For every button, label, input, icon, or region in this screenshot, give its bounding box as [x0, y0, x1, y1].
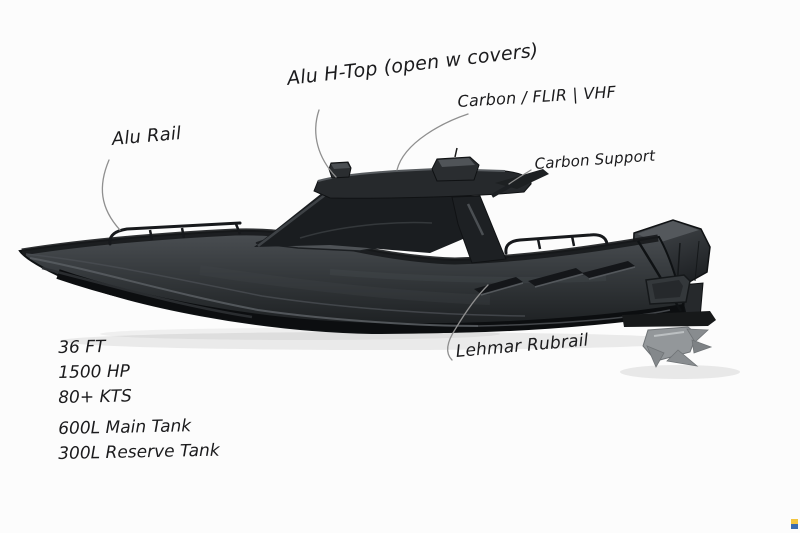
leader-lines: [101, 109, 532, 361]
aft-rail: [504, 233, 609, 255]
windshield: [254, 193, 470, 253]
spec-reserve-tank: 300L Reserve Tank: [58, 440, 220, 464]
anti-ventilation-plate: [622, 311, 716, 327]
spec-power: 1500 HP: [58, 361, 131, 383]
spec-length: 36 FT: [58, 337, 106, 358]
leader-rubrail: [446, 284, 489, 361]
skeg: [646, 345, 665, 368]
spec-list: 36 FT 1500 HP 80+ KTS 600L Main Tank 300…: [58, 336, 220, 467]
hull: [18, 228, 691, 335]
side-vents: [474, 261, 636, 296]
prop-blade-right: [691, 339, 713, 354]
strake-line-1: [29, 257, 479, 327]
spec-speed: 80+ KTS: [58, 386, 133, 408]
htop-roof: [313, 147, 549, 264]
leader-carbon-support: [508, 169, 532, 185]
flag-top-bar: [791, 519, 798, 524]
prop-blade-top: [686, 328, 709, 343]
bow-rail: [108, 221, 242, 246]
flag-bottom-bar: [791, 524, 798, 529]
flag-watermark: [791, 519, 798, 529]
strake-line-3: [41, 266, 253, 319]
prop-blade-bottom: [666, 349, 699, 367]
strake-line-2: [25, 253, 526, 317]
leader-alu-rail: [101, 159, 121, 231]
flir-antenna-stub: [454, 147, 458, 158]
windshield-a-pillar: [257, 194, 326, 247]
spec-main-tank: 600L Main Tank: [58, 416, 192, 439]
leader-htop: [315, 109, 337, 178]
engine-lower-unit: [622, 311, 716, 368]
transom-edge: [636, 240, 683, 312]
leader-carbon-flir: [396, 113, 469, 171]
chine-line-aft: [477, 309, 671, 327]
